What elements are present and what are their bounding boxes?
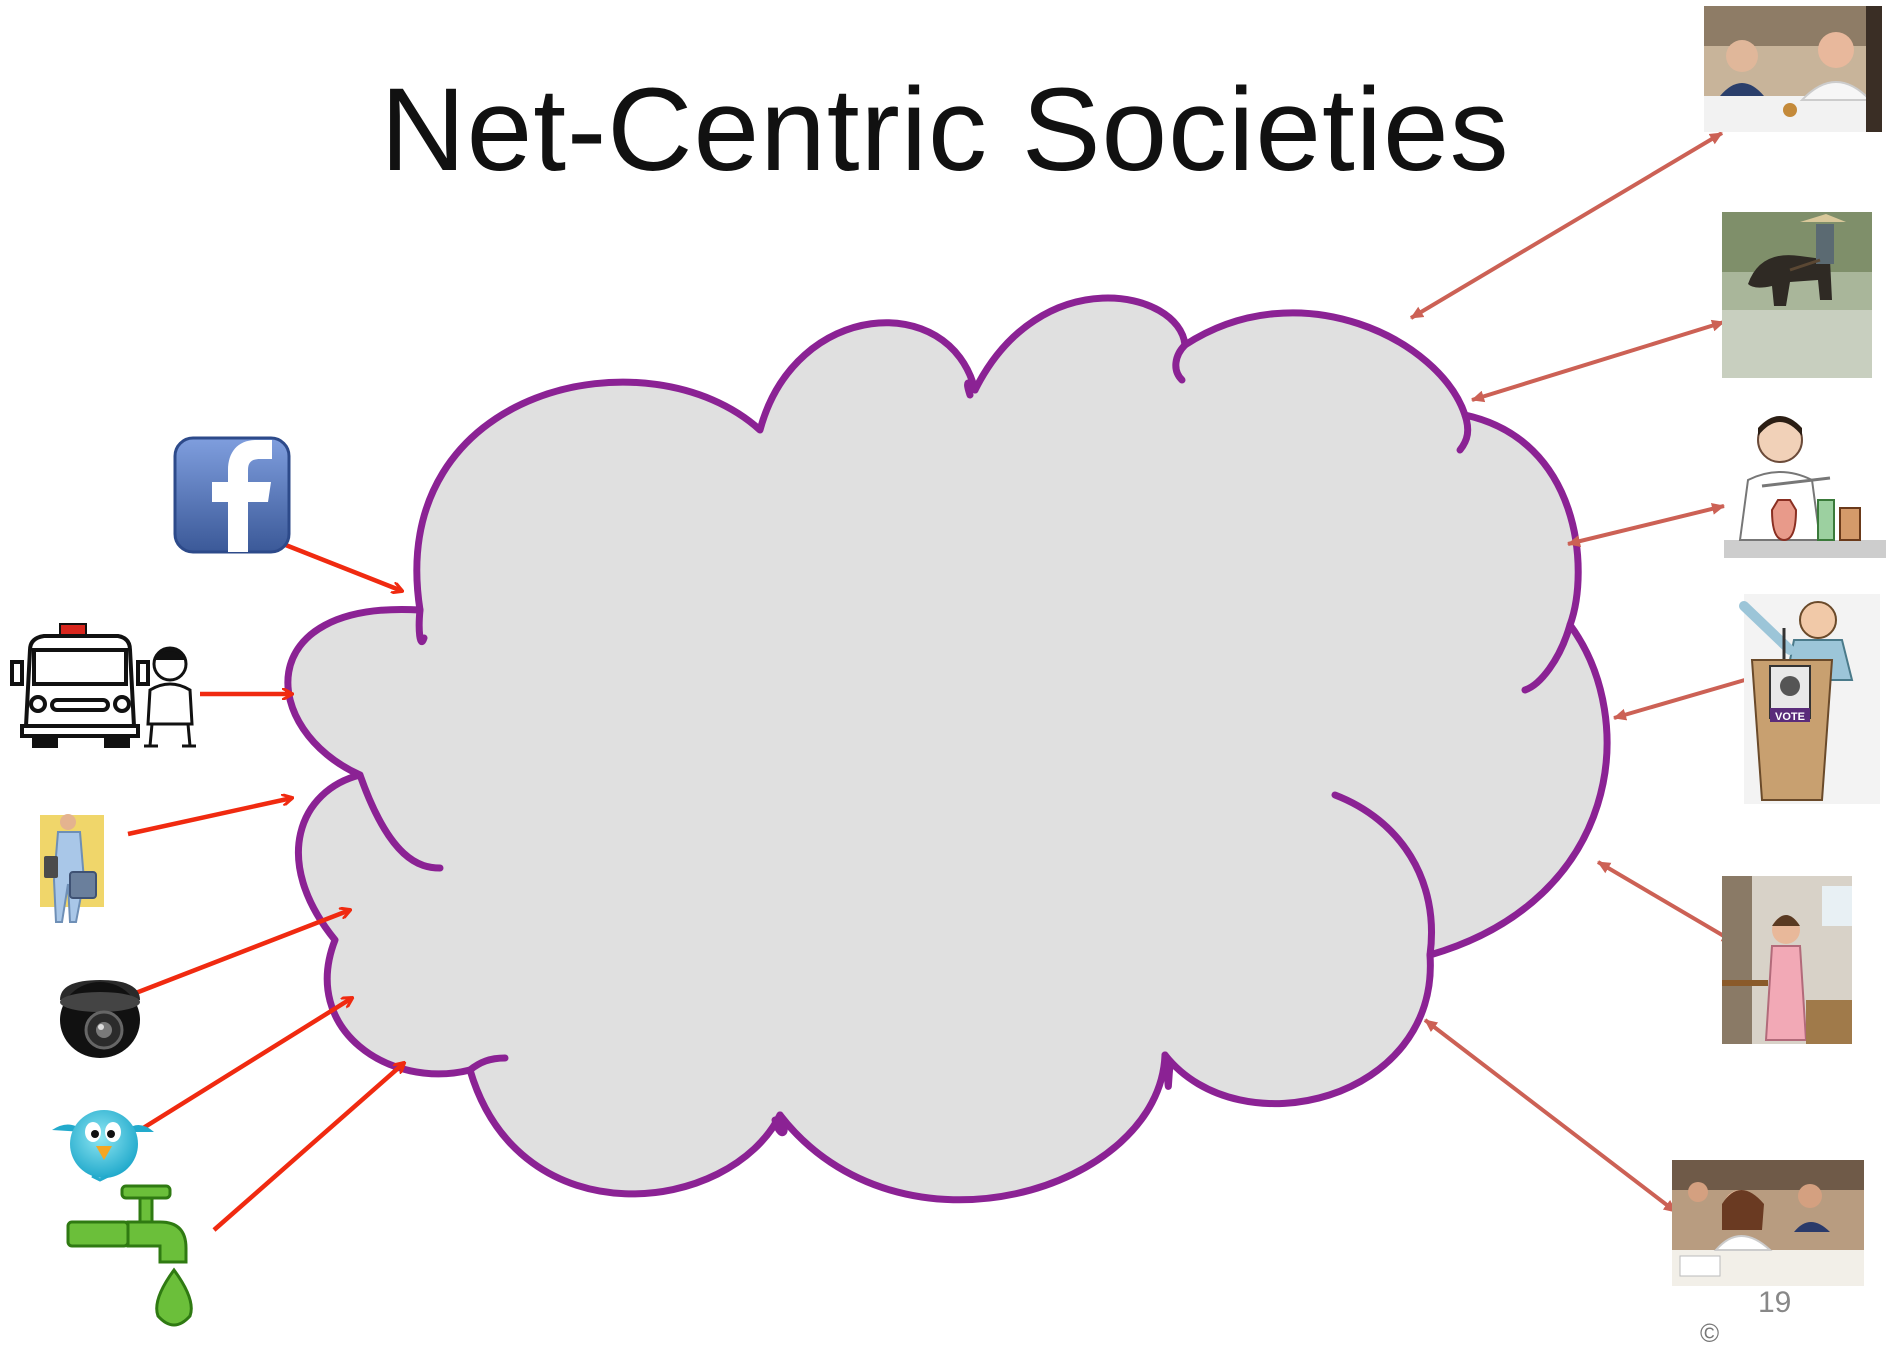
arrow-camera: [127, 910, 350, 999]
bidirectional-arrows: [1409, 131, 1763, 1214]
svg-text:VOTE: VOTE: [1775, 711, 1805, 723]
ambulance-and-doctor-icon: [10, 623, 196, 748]
facebook-icon: [173, 436, 291, 554]
footer-text: ©: [1700, 1318, 1720, 1348]
arrow-kitchen: [1596, 860, 1736, 944]
arrow-farmer: [1471, 319, 1725, 403]
arrow-tap: [212, 1063, 404, 1232]
arrow-traveler: [127, 798, 292, 837]
arrow-politician: [1613, 672, 1763, 721]
arrow-facebook: [277, 539, 402, 591]
input-arrows: [127, 539, 404, 1232]
woman-in-kitchen-photo: [1722, 876, 1852, 1044]
cloud-network: [284, 294, 1611, 1204]
arrow-twitter: [138, 998, 352, 1132]
politician-at-vote-podium-icon: VOTE: [1739, 594, 1880, 804]
slide-title: Net-Centric Societies: [380, 64, 1510, 196]
cloud-inner-arcs: [356, 341, 1574, 1136]
twitter-bird-icon: [52, 1110, 154, 1182]
security-camera-icon: [60, 980, 140, 1058]
arrow-chemist: [1567, 503, 1725, 547]
water-tap-icon: [66, 1184, 193, 1327]
students-in-exam-hall-photo: [1672, 1160, 1864, 1286]
rice-farmer-with-ox-photo: [1722, 212, 1872, 378]
business-dinner-photo: [1704, 6, 1882, 132]
traveler-with-suitcase-icon: [40, 814, 104, 923]
arrow-students: [1423, 1018, 1678, 1214]
page-number: 19: [1758, 1286, 1792, 1319]
arrow-business: [1409, 131, 1724, 320]
lab-chemist-icon: [1724, 416, 1886, 558]
